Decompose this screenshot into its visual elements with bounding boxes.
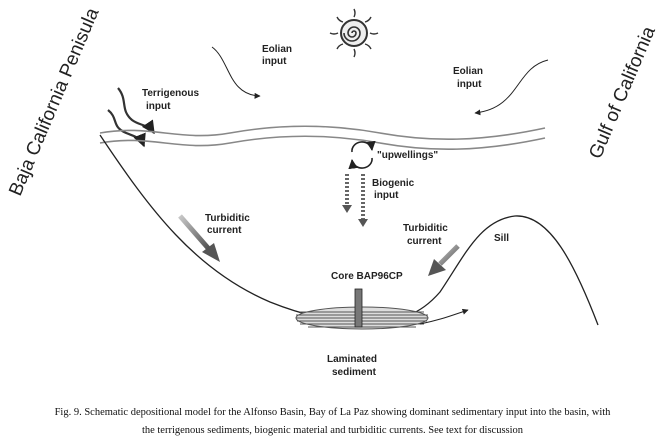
biogenic-arrowhead-right [358, 219, 368, 227]
core-label: Core BAP96CP [331, 271, 403, 282]
biogenic-arrows [345, 174, 365, 220]
turbiditic-label-right: Turbiditic current [403, 223, 451, 247]
eolian-label-left: Eolian input [262, 44, 295, 67]
core-icon [354, 288, 363, 328]
eolian-arrow-right [474, 59, 549, 116]
turbiditic-label-left: Turbiditic current [205, 213, 253, 236]
sill-label: Sill [494, 233, 509, 244]
eolian-label-right: Eolian input [453, 66, 486, 90]
water-surface [99, 125, 546, 151]
figure-caption: Fig. 9. Schematic depositional model for… [0, 404, 665, 440]
biogenic-arrowhead-left [342, 205, 352, 213]
turbiditic-arrow-left [178, 214, 220, 262]
upwelling-icon [348, 140, 376, 170]
terrigenous-arrows [107, 87, 155, 148]
outflow-arrow [419, 308, 469, 325]
biogenic-label: Biogenic input [372, 178, 417, 201]
gulf-of-california-label: Gulf of California [585, 23, 660, 162]
upwellings-label: "upwellings" [377, 150, 438, 161]
basin-profile [99, 134, 599, 326]
turbiditic-arrow-right [428, 244, 460, 276]
terrigenous-label: Terrigenous input [142, 88, 202, 112]
laminated-label: Laminated sediment [327, 354, 380, 378]
sun-icon [329, 8, 379, 58]
baja-california-label: Baja California Penisula [5, 5, 103, 199]
caption-line-2: the terrigenous sediments, biogenic mate… [141, 425, 524, 436]
caption-line-1: Fig. 9. Schematic depositional model for… [54, 407, 611, 418]
eolian-arrow-left [211, 46, 261, 99]
